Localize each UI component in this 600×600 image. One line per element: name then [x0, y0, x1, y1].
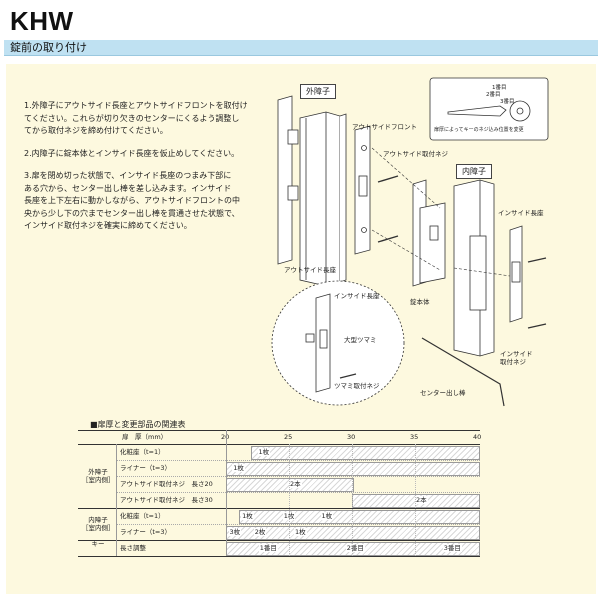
label-knob: 大型ツマミ — [344, 336, 377, 344]
label-outside-plate: アウトサイド長座 — [284, 266, 336, 274]
label-outside-front: アウトサイドフロント — [352, 123, 417, 131]
row-bar-text: 2番目 — [345, 544, 365, 552]
key-icon — [447, 100, 531, 122]
row-bar-text: 1枚 — [232, 464, 245, 472]
row-label: ライナー（t=3） — [120, 464, 172, 472]
group-label: キー — [91, 540, 105, 548]
row-bar-text: 1枚 — [257, 448, 271, 456]
row-bar — [238, 510, 480, 524]
row-bar-text: 2本 — [415, 496, 428, 504]
table-header-label: 扉 厚（mm） — [122, 433, 168, 441]
table-rule — [78, 444, 480, 445]
instruction-1: 1.外障子にアウトサイド長座とアウトサイドフロントを取付け てください。これらが… — [24, 101, 248, 136]
key-note: 扉厚によってキーのネジ込み位置を変更 — [434, 127, 524, 133]
grid-line — [415, 444, 416, 556]
group-label: 外障子 ［室内側］ — [82, 468, 115, 484]
row-bar-text: 1枚 — [241, 512, 254, 520]
group-label: 内障子 ［室内側］ — [82, 516, 115, 532]
scale-tick-label: 40 — [473, 433, 482, 441]
scale-tick-label: 25 — [284, 433, 293, 441]
row-label: 化粧座（t=1） — [120, 512, 165, 520]
row-bar-text: 2本 — [289, 480, 302, 488]
label-outside-screw: アウトサイド取付ネジ — [383, 150, 448, 158]
table-rule — [116, 460, 480, 461]
scale-tick-label: 20 — [221, 433, 230, 441]
row-label: アウトサイド取付ネジ 長さ20 — [120, 480, 213, 488]
outer-frame-drawing — [277, 95, 347, 287]
table-rule — [116, 524, 480, 525]
label-knob-screw: ツマミ取付ネジ — [334, 382, 380, 390]
table-rule — [78, 540, 480, 541]
installation-diagram — [271, 77, 549, 407]
row-label: 化粧座（t=1） — [120, 448, 165, 456]
scale-tick-label: 30 — [347, 433, 356, 441]
table-rule — [78, 430, 480, 431]
inner-frame-drawing — [453, 179, 495, 357]
scale-tick-label: 35 — [410, 433, 419, 441]
page-title: KHW — [10, 6, 74, 36]
table-rule — [78, 508, 480, 509]
row-bar-text: 1枚 — [320, 512, 334, 520]
row-label: 長さ調整 — [120, 544, 146, 552]
key-label-1: 1番目 — [492, 85, 507, 91]
row-label: アウトサイド取付ネジ 長さ30 — [120, 496, 213, 504]
lock-body-drawing — [412, 179, 446, 287]
key-label-3: 3番目 — [500, 99, 515, 105]
label-inside-plate: インサイド長座 — [498, 209, 544, 217]
inner-door-label: 内障子 — [456, 164, 492, 179]
row-bar — [226, 462, 480, 476]
table-rule — [116, 476, 480, 477]
row-bar — [251, 446, 480, 460]
row-label: ライナー（t=3） — [120, 528, 172, 536]
table-rule — [78, 556, 480, 557]
outer-door-label: 外障子 — [300, 84, 336, 99]
table-title: ■扉厚と変更部品の関連表 — [90, 420, 186, 429]
section-header-bar: 錠前の取り付け — [4, 40, 598, 56]
grid-line — [289, 444, 290, 556]
row-bar-text: 3番目 — [442, 544, 462, 552]
grid-line — [352, 444, 353, 556]
label-center-rod: センター出し棒 — [420, 389, 466, 397]
key-label-2: 2番目 — [486, 92, 501, 98]
table-rule — [116, 492, 480, 493]
table-rule — [116, 444, 117, 556]
section-title: 錠前の取り付け — [10, 41, 87, 54]
detail-circle — [271, 280, 405, 406]
instruction-2: 2.内障子に錠本体とインサイド長座を仮止めしてください。 — [24, 149, 240, 158]
center-rod-drawing — [421, 337, 505, 407]
label-inside-plate-detail: インサイド長座 — [334, 292, 380, 300]
label-lock-body: 錠本体 — [410, 298, 430, 306]
row-bar-text: 1番目 — [258, 544, 278, 552]
row-bar-text: 3枚 — [228, 528, 242, 536]
label-inside-screw: インサイド 取付ネジ — [500, 350, 533, 366]
table-rule — [226, 430, 227, 556]
row-bar-text: 2枚 — [253, 528, 267, 536]
instruction-3: 3.扉を閉め切った状態で、インサイド長座のつまみ下部に ある穴から、センター出し… — [24, 171, 240, 231]
row-bar-text: 1枚 — [294, 528, 307, 536]
